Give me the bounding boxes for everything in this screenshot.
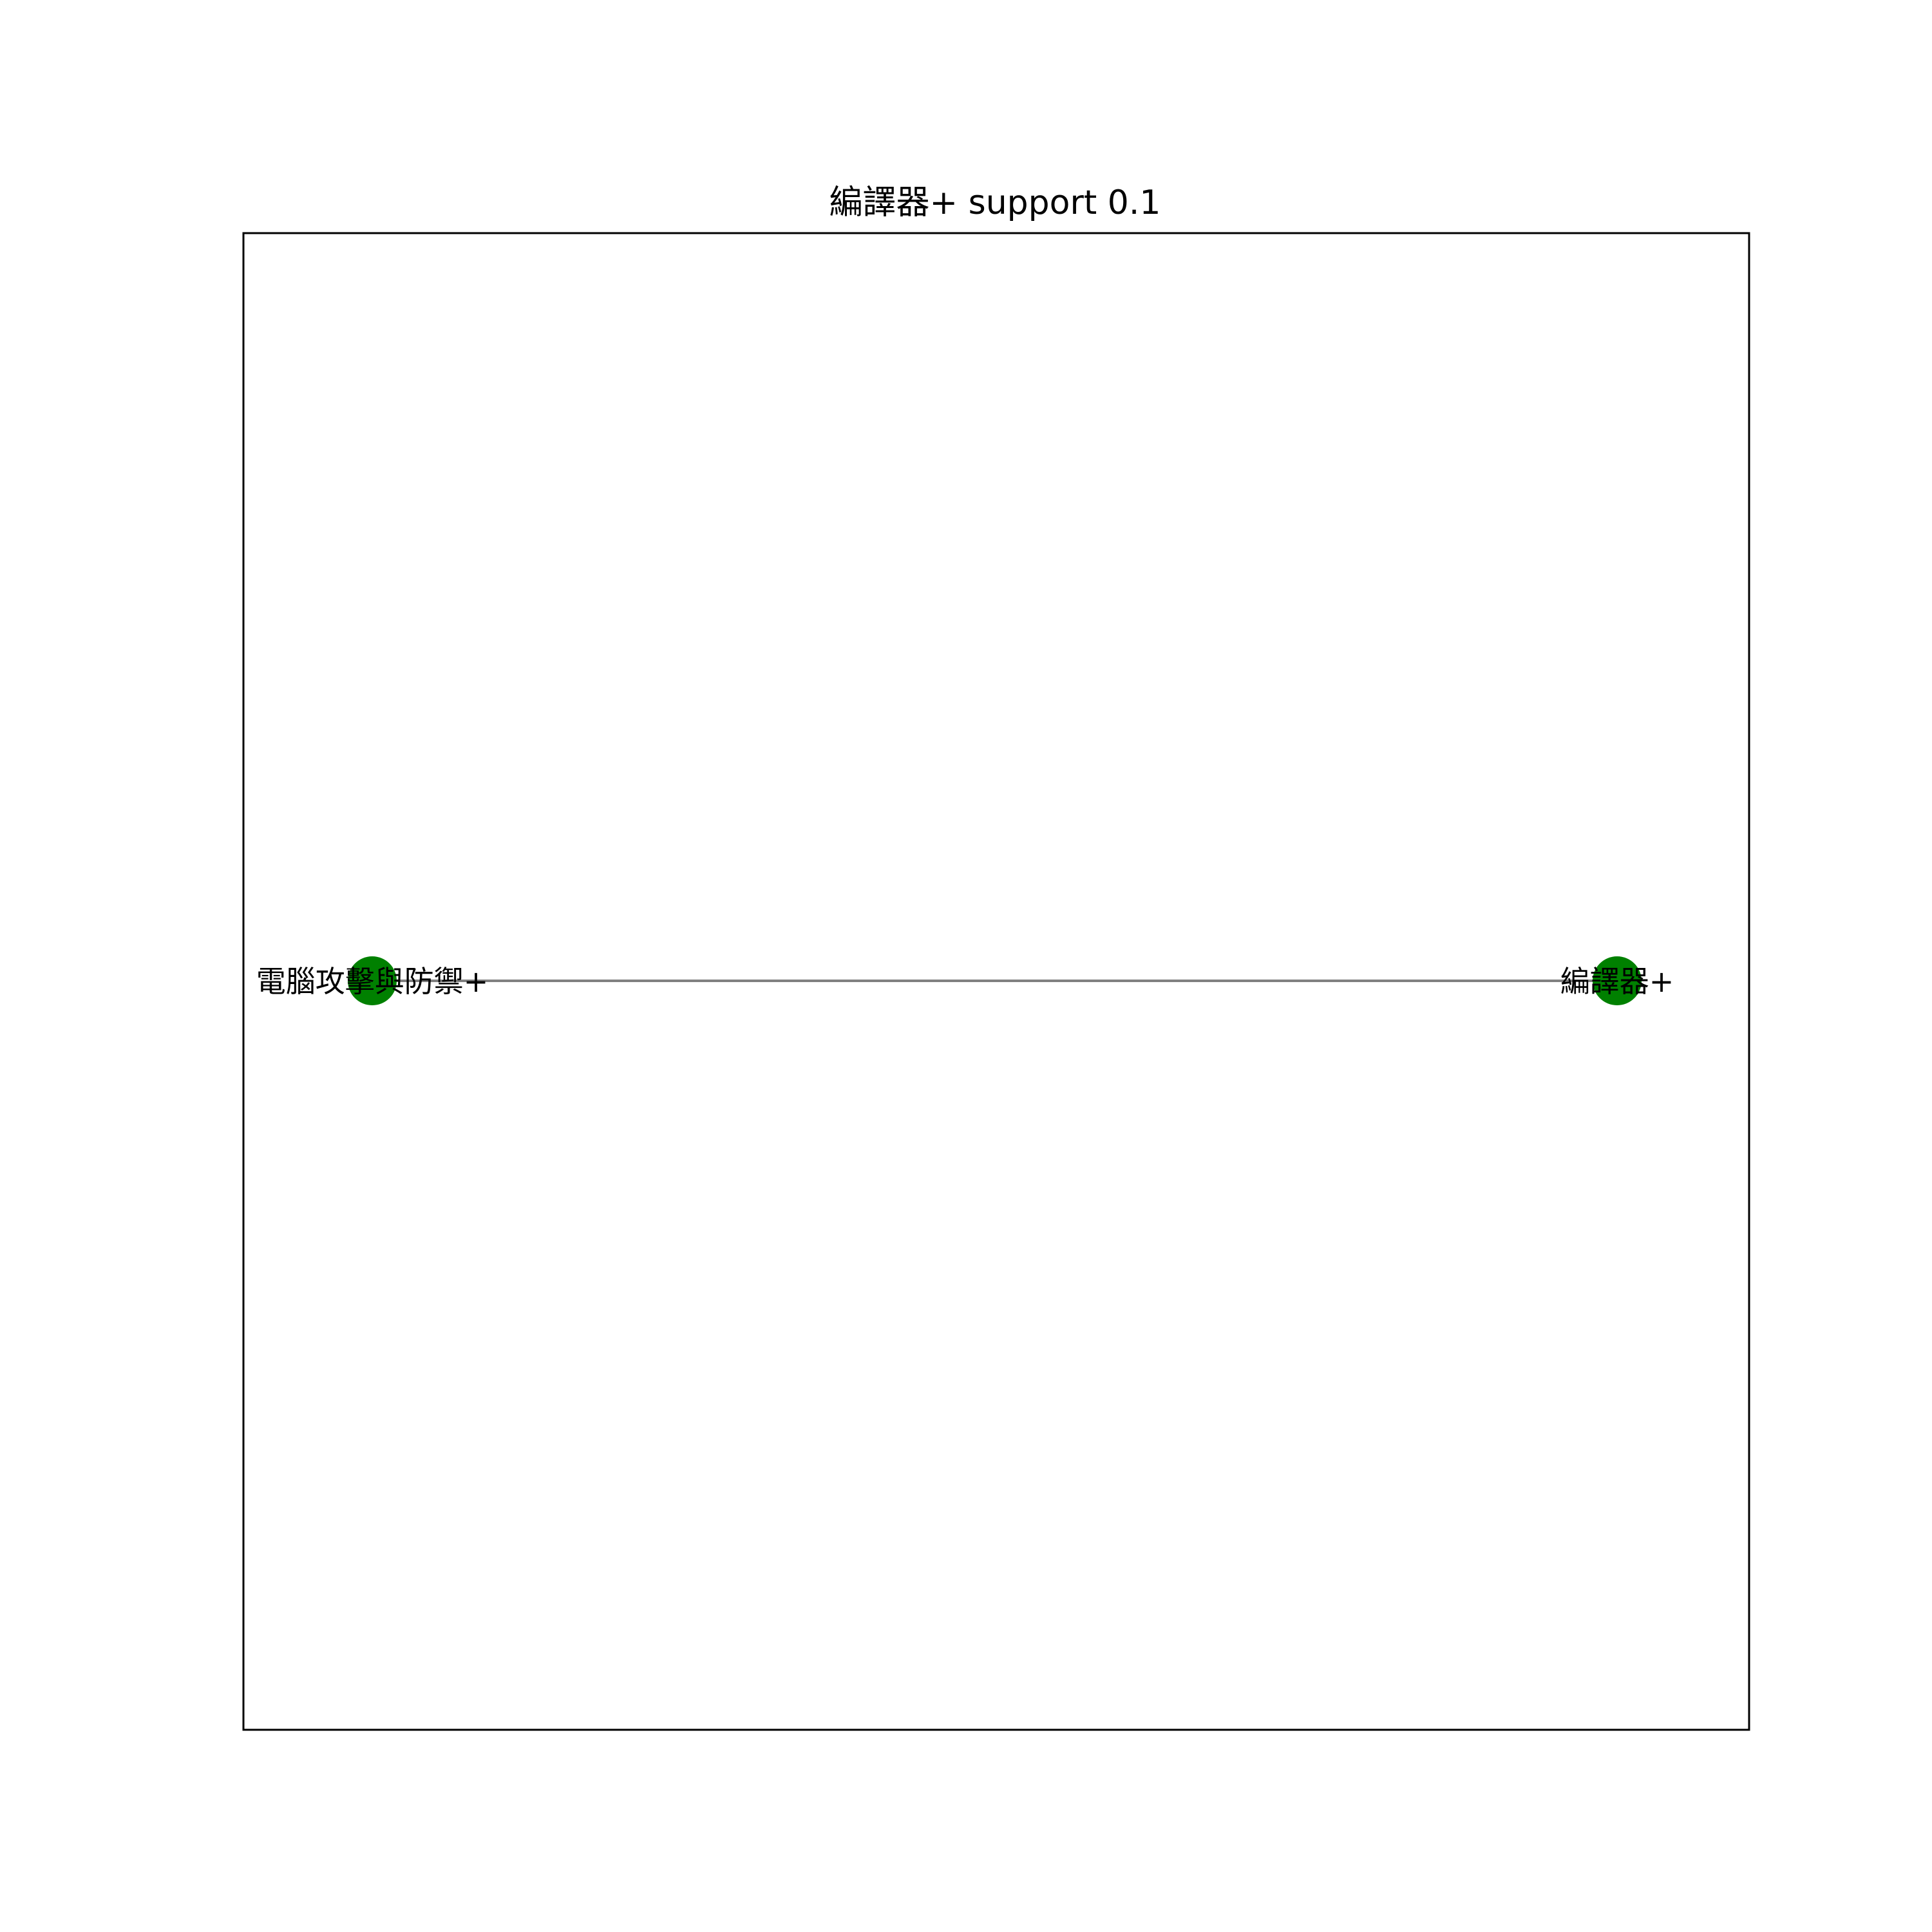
figure-title: 編譯器+ support 0.1: [829, 184, 1161, 222]
node-label: 電腦攻擊與防禦+: [256, 964, 489, 999]
graph-node: [348, 956, 397, 1005]
graph-node: [1593, 956, 1642, 1005]
node-label: 編譯器+: [1560, 964, 1674, 999]
plot-frame: [242, 232, 1750, 1731]
